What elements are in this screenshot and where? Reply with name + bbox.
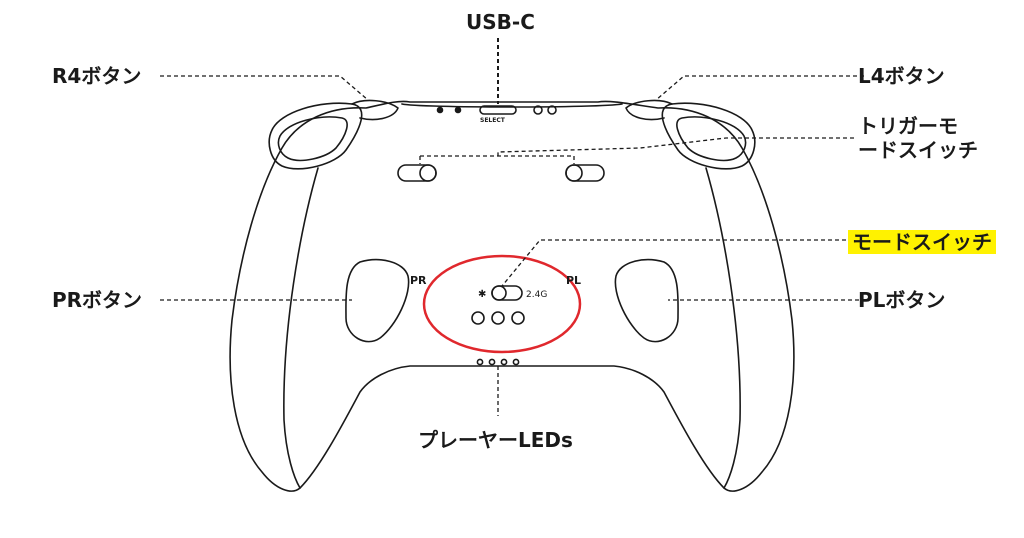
r4-button-label: R4ボタン [52, 64, 142, 88]
pl-mark: PL [566, 274, 581, 287]
pr-mark: PR [410, 274, 427, 287]
left-trigger-inner [676, 116, 747, 162]
right-trigger-inner [277, 116, 348, 162]
right-trigger-mode-switch [565, 164, 605, 182]
mode-switch-callout-ring [422, 254, 582, 354]
top-plate-edge [401, 103, 623, 108]
top-port-right-1 [533, 105, 543, 115]
center-button-left [471, 311, 485, 325]
right-trigger-mode-knob [565, 164, 583, 182]
l4-button-tab [625, 99, 673, 121]
pl-paddle [614, 258, 679, 343]
left-trigger-outer [661, 102, 756, 170]
l4-leader [655, 75, 864, 101]
bluetooth-icon: ✱ [478, 289, 486, 300]
r4-button-tab [351, 99, 399, 121]
mode-switch-leader [501, 239, 846, 287]
mode-switch-label: モードスイッチ [848, 230, 996, 254]
trigger-mode-switch-label-line2: ードスイッチ [858, 138, 978, 162]
trigger-mode-leader [419, 137, 854, 164]
player-led-4 [512, 358, 520, 366]
wireless-mode-mark: 2.4G [526, 290, 547, 300]
player-leds-label: プレーヤーLEDs [418, 428, 573, 452]
top-port-left-1 [436, 106, 444, 114]
left-trigger-mode-knob [419, 164, 437, 182]
right-grip-inner-line [705, 167, 741, 489]
controller-body [229, 100, 795, 492]
right-trigger-outer [268, 102, 363, 170]
usb-c-label: USB-C [466, 10, 535, 34]
trigger-mode-switch-label-line1: トリガーモ [858, 114, 958, 138]
usb-c-port [479, 105, 517, 115]
center-button-middle [491, 311, 505, 325]
r4-leader [160, 75, 369, 101]
pr-paddle [345, 258, 410, 343]
pl-button-label: PLボタン [858, 288, 946, 312]
left-trigger-mode-switch [397, 164, 437, 182]
top-port-left-2 [454, 106, 462, 114]
usb-port-text: SELECT [480, 117, 506, 124]
l4-button-label: L4ボタン [858, 64, 945, 88]
player-led-3 [500, 358, 508, 366]
mode-switch-knob [491, 285, 507, 301]
center-button-right [511, 311, 525, 325]
mode-switch [491, 285, 523, 301]
player-led-1 [476, 358, 484, 366]
player-led-2 [488, 358, 496, 366]
top-port-right-2 [547, 105, 557, 115]
left-grip-inner-line [283, 167, 319, 489]
pr-button-label: PRボタン [52, 288, 143, 312]
trigger-mode-switch-label: トリガーモ ードスイッチ [858, 114, 1018, 162]
